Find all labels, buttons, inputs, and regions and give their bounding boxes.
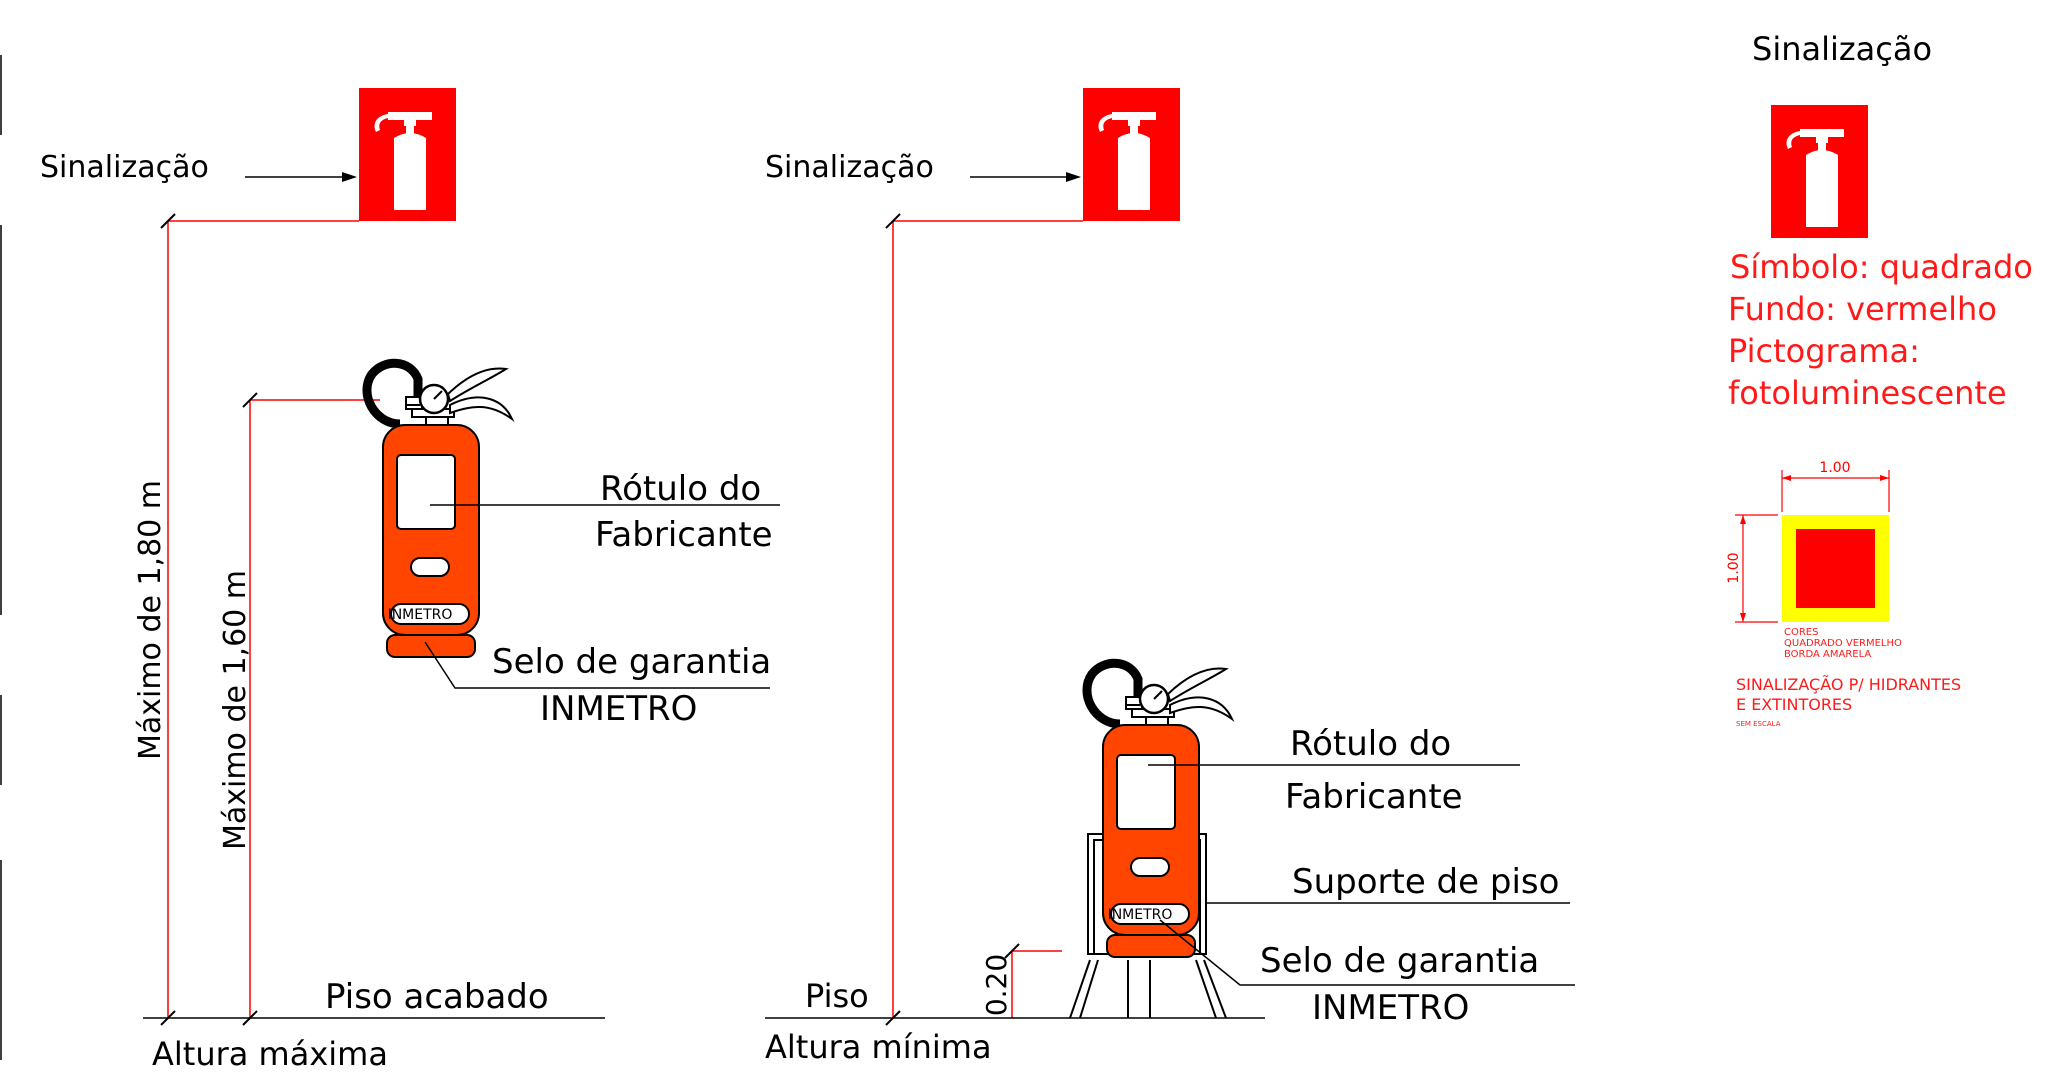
arrow-icon: [342, 172, 357, 182]
left-caption: Altura máxima: [152, 1035, 388, 1073]
spec-prop-1: Fundo: vermelho: [1728, 290, 1997, 328]
middle-floor-label: Piso: [805, 977, 869, 1015]
spec-heading-1: E EXTINTORES: [1736, 695, 1852, 714]
spec-dim-h: 1.00: [1819, 460, 1850, 476]
left-seal-leader: [424, 641, 770, 689]
color-swatch: [1782, 515, 1889, 622]
middle-sign-label: Sinalização: [765, 150, 934, 185]
middle-label-line1: Rótulo do: [1290, 724, 1451, 764]
spec-dim-v: 1.00: [1726, 552, 1742, 583]
left-floor-label: Piso acabado: [325, 977, 549, 1017]
spec-sign: [1771, 105, 1868, 238]
spec-title: Sinalização: [1752, 30, 1932, 68]
middle-seal-line2: INMETRO: [1312, 988, 1469, 1028]
stand-height-label: 0.20: [980, 954, 1013, 1016]
left-sign: [359, 88, 456, 221]
left-sign-label: Sinalização: [40, 150, 209, 185]
left-seal-line1: Selo de garantia: [492, 642, 771, 682]
dim-inner-label: Máximo de 1,60 m: [218, 570, 253, 850]
left-assembly: Sinalização Máximo de 1,80 m Máximo de 1…: [40, 88, 780, 1073]
spec-note-2: BORDA AMARELA: [1784, 649, 1871, 660]
middle-inmetro-badge: INMETRO: [1108, 907, 1173, 923]
spec-heading-0: SINALIZAÇÃO P/ HIDRANTES: [1736, 675, 1961, 694]
middle-sign: [1083, 88, 1180, 221]
spec-prop-0: Símbolo: quadrado: [1730, 248, 2033, 286]
middle-seal-line1: Selo de garantia: [1260, 941, 1539, 981]
red-square: [1796, 529, 1875, 608]
sign-spec: Sinalização Símbolo: quadrado Fundo: ver…: [1726, 30, 2033, 728]
spec-scale: SEM ESCALA: [1736, 720, 1781, 728]
spec-prop-3: fotoluminescente: [1728, 374, 2007, 412]
left-label-line2: Fabricante: [595, 515, 773, 555]
left-seal-line2: INMETRO: [540, 689, 697, 729]
spec-note-1: QUADRADO VERMELHO: [1784, 638, 1902, 649]
middle-caption: Altura mínima: [765, 1028, 992, 1066]
swatch-dimensions: [1735, 470, 1890, 623]
support-label: Suporte de piso: [1292, 862, 1559, 902]
middle-label-line2: Fabricante: [1285, 777, 1463, 817]
spec-note-0: CORES: [1784, 627, 1818, 638]
middle-seal-leader: [1159, 919, 1575, 986]
spec-prop-2: Pictograma:: [1728, 332, 1920, 370]
dim-outer-label: Máximo de 1,80 m: [133, 480, 168, 760]
arrow-icon: [1066, 172, 1081, 182]
left-inmetro-badge: INMETRO: [388, 607, 453, 623]
left-label-line1: Rótulo do: [600, 469, 761, 509]
middle-assembly: Sinalização INMETRO Rótulo do Fabricante…: [765, 88, 1575, 1066]
